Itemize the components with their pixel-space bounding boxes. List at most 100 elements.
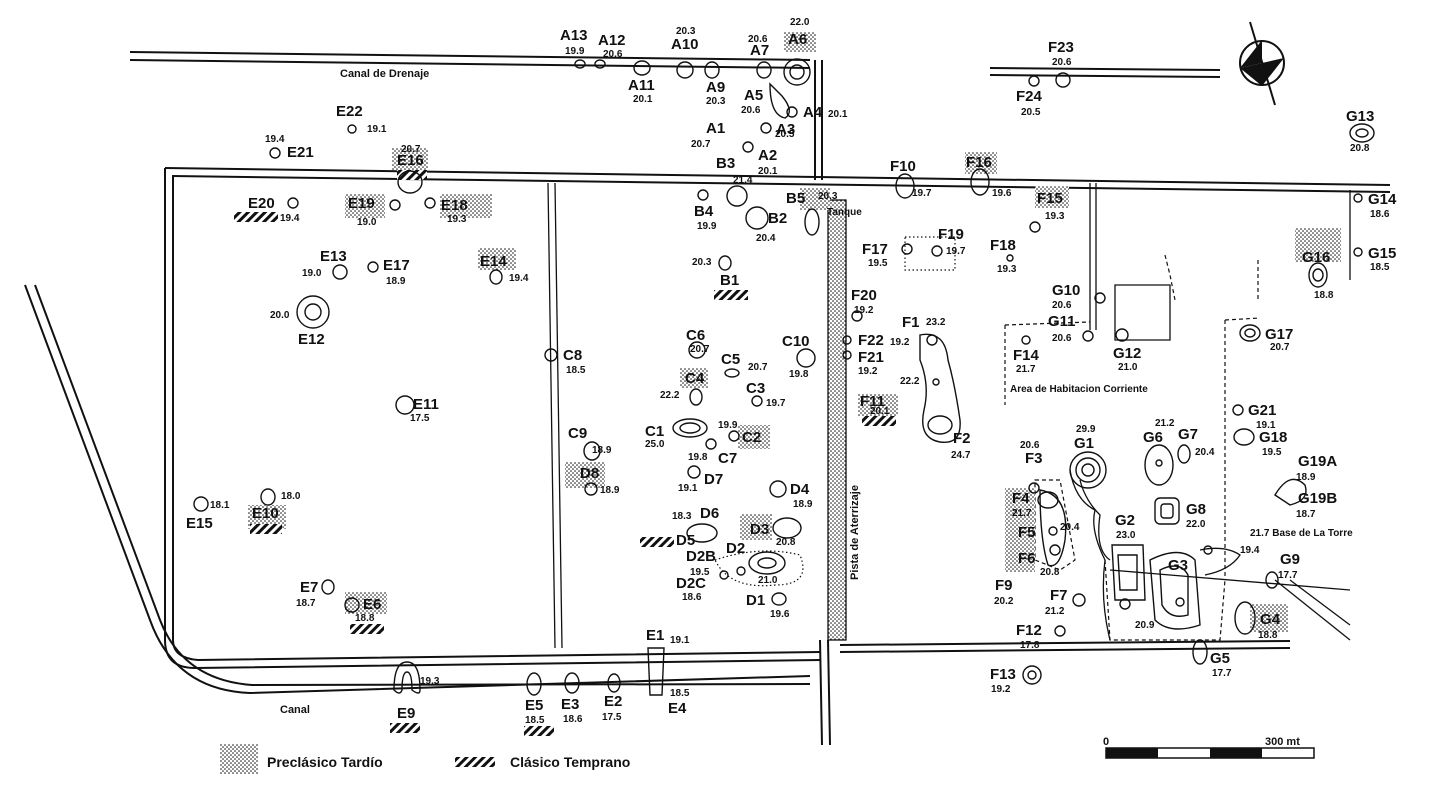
site-elev-f18: 19.3 xyxy=(997,264,1017,275)
site-id-d4: D4 xyxy=(790,481,810,498)
site-id-f3: F3 xyxy=(1025,450,1043,467)
site-elev-e11: 17.5 xyxy=(410,413,430,424)
site-elev-f1b: 19.2 xyxy=(890,337,910,348)
site-id-g16: G16 xyxy=(1302,249,1330,266)
site-id-b2: B2 xyxy=(768,210,787,227)
site-elev-a10: 20.3 xyxy=(676,26,696,37)
site-id-f18: F18 xyxy=(990,237,1016,254)
site-elev-e16: 20.7 xyxy=(401,144,421,155)
site-elev-c7: 19.8 xyxy=(688,452,708,463)
scale-end-label: 300 mt xyxy=(1265,736,1300,748)
site-elev-f16: 19.6 xyxy=(992,188,1012,199)
site-id-e1: E1 xyxy=(646,627,664,644)
site-elev-gtorre: 19.4 xyxy=(1240,545,1260,556)
site-elev-d8: 18.9 xyxy=(600,485,620,496)
site-id-f5: F5 xyxy=(1018,524,1036,541)
site-id-e22: E22 xyxy=(336,103,363,120)
site-id-a5: A5 xyxy=(744,87,763,104)
scale-bar xyxy=(1105,747,1315,759)
site-labels: A1319.9A1220.6A1120.1A1020.3A920.3A720.6… xyxy=(186,17,1397,726)
site-id-e2: E2 xyxy=(604,693,622,710)
site-elev-e1: 19.1 xyxy=(670,635,690,646)
site-elev-c1: 25.0 xyxy=(645,439,665,450)
site-id-c10: C10 xyxy=(782,333,810,350)
legend-preclasico-swatch xyxy=(220,744,258,774)
site-elev-c6: 20.7 xyxy=(690,344,710,355)
site-id-e17: E17 xyxy=(383,257,410,274)
site-elev-e20: 19.4 xyxy=(280,213,300,224)
site-id-e4: E4 xyxy=(668,700,687,717)
site-id-f6: F6 xyxy=(1018,550,1036,567)
site-id-f9: F9 xyxy=(995,577,1013,594)
site-elev-f6: 20.8 xyxy=(1040,567,1060,578)
site-id-g7: G7 xyxy=(1178,426,1198,443)
site-elev-e21: 19.4 xyxy=(265,134,285,145)
site-elev-f15: 19.3 xyxy=(1045,211,1065,222)
site-elev-b3: 21.4 xyxy=(733,175,753,186)
site-id-f24: F24 xyxy=(1016,88,1043,105)
site-id-b5: B5 xyxy=(786,190,805,207)
scale-start-label: 0 xyxy=(1103,736,1109,748)
site-elev-a6: 22.0 xyxy=(790,17,810,28)
site-id-a7: A7 xyxy=(750,42,769,59)
site-elev-f24: 20.5 xyxy=(1021,107,1041,118)
site-id-d7: D7 xyxy=(704,471,723,488)
site-id-g2: G2 xyxy=(1115,512,1135,529)
site-id-c5: C5 xyxy=(721,351,740,368)
site-id-g12: G12 xyxy=(1113,345,1141,362)
site-id-e12: E12 xyxy=(298,331,325,348)
canal-south xyxy=(24,284,811,695)
site-id-f17: F17 xyxy=(862,241,888,258)
site-id-d6: D6 xyxy=(700,505,719,522)
site-elev-a5: 20.6 xyxy=(741,105,761,116)
site-elev-f4: 21.7 xyxy=(1012,508,1032,519)
site-id-e7: E7 xyxy=(300,579,318,596)
site-id-g21: G21 xyxy=(1248,402,1276,419)
label-base-torre: 21.7 Base de La Torre xyxy=(1250,528,1353,539)
canal-drenaje xyxy=(129,51,1221,78)
site-id-c8: C8 xyxy=(563,347,582,364)
site-elev-e2: 17.5 xyxy=(602,712,622,723)
site-elev-f5: 20.4 xyxy=(1060,522,1080,533)
site-elev-e12: 20.0 xyxy=(270,310,290,321)
site-id-c3: C3 xyxy=(746,380,765,397)
site-elev-a3: 20.5 xyxy=(775,129,795,140)
site-elev-e22: 19.1 xyxy=(367,124,387,135)
site-elev-e19: 19.0 xyxy=(357,217,377,228)
site-elev-g18: 19.5 xyxy=(1262,447,1282,458)
site-id-e6: E6 xyxy=(363,596,381,613)
site-elev-c10: 19.8 xyxy=(789,369,809,380)
site-elev-d2c: 18.6 xyxy=(682,592,702,603)
site-id-d5: D5 xyxy=(676,532,695,549)
site-elev-g14: 18.6 xyxy=(1370,209,1390,220)
site-elev-f21: 19.2 xyxy=(858,366,878,377)
site-elev-f23: 20.6 xyxy=(1052,57,1072,68)
site-elev-g21: 19.1 xyxy=(1256,420,1276,431)
site-elev-g19b: 18.7 xyxy=(1296,509,1316,520)
site-id-e19: E19 xyxy=(348,195,375,212)
legend-clasico-swatch xyxy=(455,757,495,767)
site-id-g19a: G19A xyxy=(1298,453,1337,470)
site-elev-g7: 20.4 xyxy=(1195,447,1215,458)
site-id-d2: D2 xyxy=(726,540,745,557)
site-id-b3: B3 xyxy=(716,155,735,172)
label-canal-drenaje: Canal de Drenaje xyxy=(340,68,429,80)
site-id-g3: G3 xyxy=(1168,557,1188,574)
site-id-e3: E3 xyxy=(561,696,579,713)
site-elev-g12: 21.0 xyxy=(1118,362,1138,373)
site-id-a1: A1 xyxy=(706,120,725,137)
north-arrow-icon xyxy=(1239,21,1285,106)
legend-clasico-label: Clásico Temprano xyxy=(510,754,630,770)
site-id-f10: F10 xyxy=(890,158,916,175)
site-elev-d3: 20.8 xyxy=(776,537,796,548)
site-id-f13: F13 xyxy=(990,666,1016,683)
site-id-a13: A13 xyxy=(560,27,588,44)
site-elev-f20: 19.2 xyxy=(854,305,874,316)
site-id-f14: F14 xyxy=(1013,347,1040,364)
site-id-g9: G9 xyxy=(1280,551,1300,568)
site-id-e15: E15 xyxy=(186,515,213,532)
site-elev-a7: 20.6 xyxy=(748,34,768,45)
site-elev-e3: 18.6 xyxy=(563,714,583,725)
site-elev-g3: 20.9 xyxy=(1135,620,1155,631)
site-id-f16: F16 xyxy=(966,154,992,171)
